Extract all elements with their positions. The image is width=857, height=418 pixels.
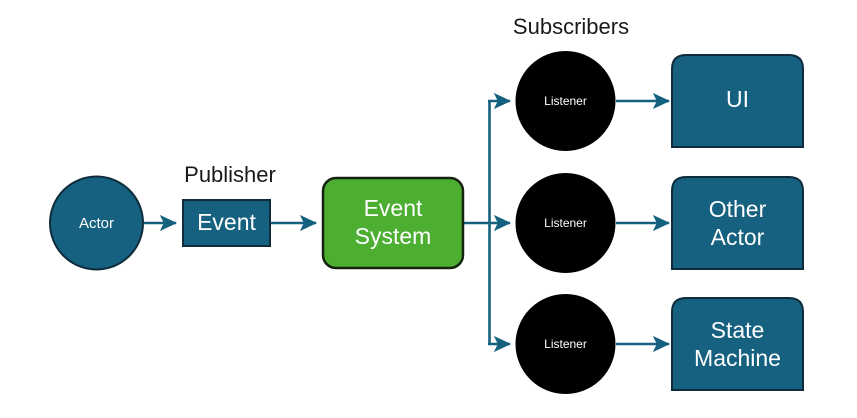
- node-listener-top[interactable]: Listener: [515, 51, 616, 151]
- listener-middle-label: Listener: [544, 216, 587, 230]
- listener-bottom-circle: [515, 294, 616, 394]
- state-machine-rect: [671, 297, 804, 391]
- subscribers-group-label: Subscribers: [513, 14, 629, 39]
- state-machine-label-line2: Machine: [694, 345, 781, 371]
- node-other-actor[interactable]: Other Actor: [671, 176, 804, 270]
- listener-middle-circle: [515, 173, 616, 273]
- event-rect: [182, 199, 271, 247]
- node-event-system[interactable]: Event System: [321, 176, 465, 270]
- event-label: Event: [197, 209, 256, 235]
- other-actor-label-line2: Actor: [711, 224, 765, 250]
- state-machine-label-line1: State: [711, 317, 765, 343]
- node-state-machine[interactable]: State Machine: [671, 297, 804, 391]
- actor-circle: [49, 175, 144, 271]
- node-ui[interactable]: UI: [671, 54, 804, 148]
- node-listener-bottom[interactable]: Listener: [515, 294, 616, 394]
- listener-bottom-label: Listener: [544, 337, 587, 351]
- publisher-group-label: Publisher: [184, 162, 276, 187]
- other-actor-rect: [671, 176, 804, 270]
- node-event[interactable]: Event: [182, 199, 271, 247]
- node-actor[interactable]: Actor: [49, 175, 144, 271]
- other-actor-label-line1: Other: [709, 196, 767, 222]
- listener-top-label: Listener: [544, 94, 587, 108]
- node-listener-middle[interactable]: Listener: [515, 173, 616, 273]
- event-system-label-line1: Event: [364, 195, 423, 221]
- ui-rect: [671, 54, 804, 148]
- event-system-rect: [321, 176, 465, 270]
- listener-top-circle: [515, 51, 616, 151]
- actor-label: Actor: [79, 215, 114, 232]
- event-system-label-line2: System: [355, 223, 432, 249]
- ui-label: UI: [726, 86, 749, 112]
